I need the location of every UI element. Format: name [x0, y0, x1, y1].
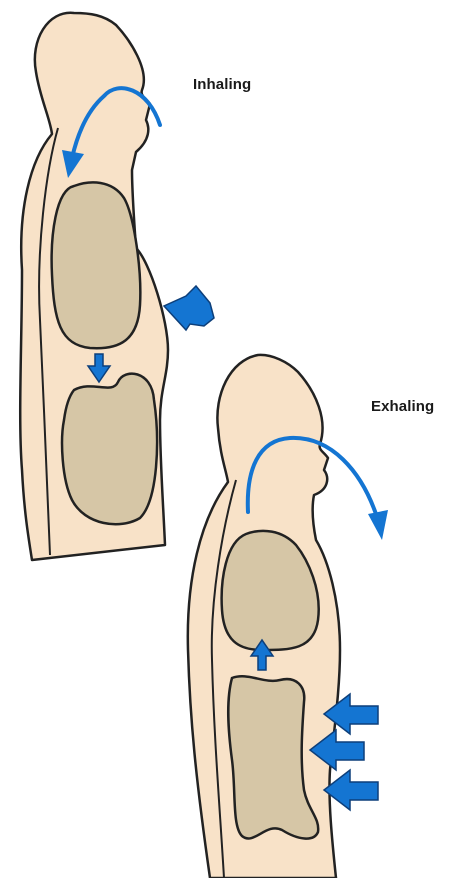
inhaling-figure [20, 13, 214, 560]
inhaling-lung [52, 182, 141, 348]
exhaling-airflow-arrowhead [368, 510, 388, 540]
exhaling-label: Exhaling [371, 398, 434, 415]
inhaling-label: Inhaling [193, 76, 251, 93]
inhaling-abdomen [62, 374, 157, 525]
exhaling-figure [188, 355, 388, 878]
inhaling-ribcage-arrow [164, 286, 214, 330]
exhaling-ribcage-arrow-3 [324, 770, 378, 810]
